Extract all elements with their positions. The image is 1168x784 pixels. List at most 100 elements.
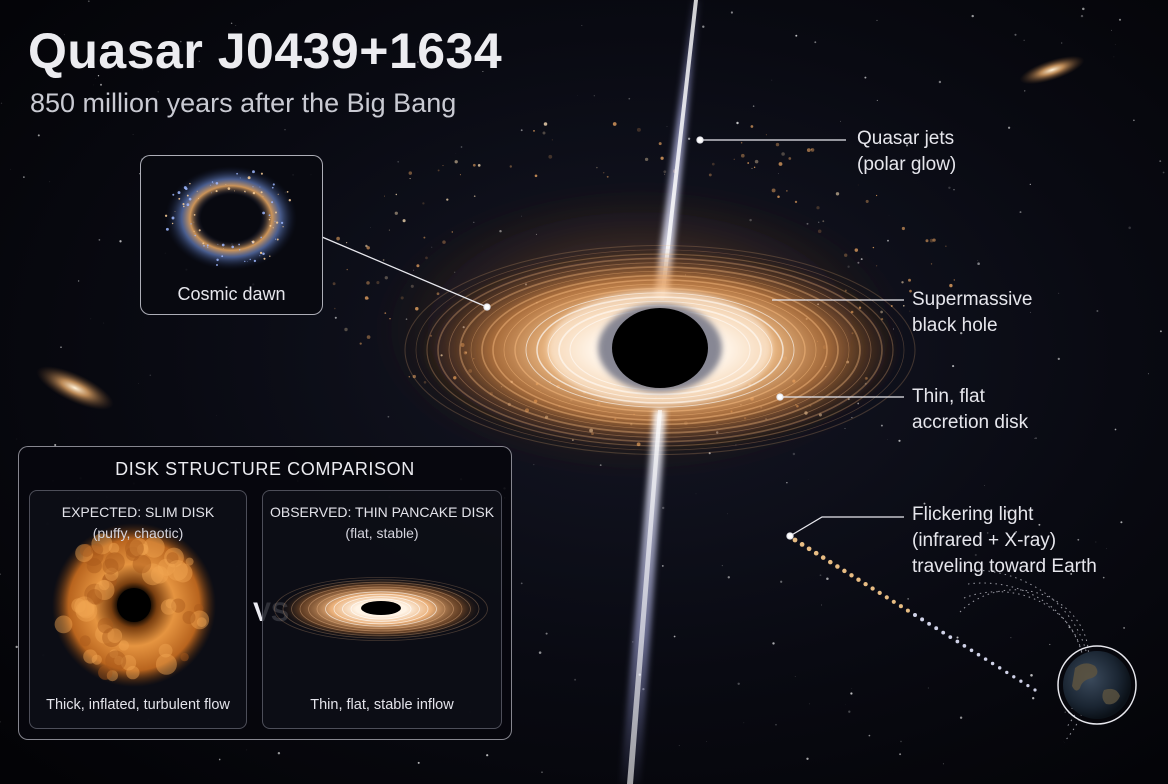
lower-jet-core	[627, 410, 662, 784]
light-dot	[849, 573, 854, 578]
inset-star	[275, 238, 277, 240]
gas-particle	[901, 281, 904, 284]
gas-particle	[930, 263, 933, 265]
callout-disk-line1: Thin, flat	[912, 386, 985, 407]
gas-particle	[664, 173, 666, 175]
gas-particle	[816, 206, 820, 210]
star	[1114, 44, 1116, 45]
gas-particle	[751, 167, 753, 169]
gas-particle	[786, 190, 788, 192]
gas-particle	[534, 174, 538, 178]
turbulence-puff	[171, 598, 186, 613]
star	[1070, 572, 1073, 575]
star	[948, 186, 951, 189]
star	[180, 40, 182, 43]
gas-particle	[775, 142, 780, 147]
inset-star	[288, 199, 291, 202]
star	[1095, 541, 1097, 543]
inset-star	[260, 236, 262, 239]
gas-particle	[949, 283, 953, 288]
inset-star	[203, 244, 205, 247]
star	[942, 763, 944, 765]
star	[216, 415, 217, 416]
callout-light-line2: (infrared + X-ray)	[912, 530, 1057, 551]
gas-particle	[908, 278, 911, 282]
turbulence-puff	[125, 546, 141, 561]
light-dot	[990, 661, 995, 666]
light-beam	[792, 537, 1037, 692]
star	[1114, 428, 1117, 431]
cosmic-dawn-stars	[164, 170, 291, 266]
light-dot	[820, 555, 826, 560]
inset-star	[244, 260, 246, 263]
star	[727, 576, 730, 579]
light-dot	[934, 626, 939, 631]
gas-particle	[733, 158, 735, 160]
turbulence-puff	[165, 598, 176, 609]
star	[977, 260, 979, 261]
light-dot	[948, 635, 953, 639]
star	[157, 91, 159, 93]
gas-particle	[336, 236, 340, 241]
star	[960, 331, 963, 335]
star	[417, 61, 419, 63]
turbulence-puff	[97, 617, 114, 634]
inset-star	[269, 216, 271, 218]
thin-disk-rings	[274, 577, 488, 642]
gas-particle	[753, 166, 756, 169]
turbulence-puff	[196, 617, 207, 628]
star	[132, 133, 134, 135]
star	[868, 734, 871, 737]
turbulence-puff	[182, 611, 196, 624]
inset-star	[207, 246, 209, 248]
star	[486, 754, 489, 757]
gas-particle	[875, 194, 878, 197]
turbulence-puff	[75, 544, 94, 563]
black-hole	[612, 308, 708, 388]
star	[1123, 626, 1126, 629]
inset-label: Cosmic dawn	[177, 284, 286, 304]
turbulence-puff	[91, 543, 104, 556]
star	[1034, 437, 1035, 439]
star	[844, 428, 846, 430]
gas-particle	[389, 317, 391, 320]
slim-disk-turbulence	[54, 533, 210, 682]
star	[230, 22, 233, 25]
turbulence-puff	[185, 557, 194, 566]
star	[777, 173, 779, 175]
inset-star	[206, 244, 209, 247]
gas-particle	[400, 296, 404, 300]
inset-star	[217, 243, 219, 245]
gas-particle	[857, 184, 859, 186]
turbulence-puff	[143, 536, 165, 558]
gas-particle	[771, 188, 776, 193]
gas-particle	[711, 162, 715, 166]
inset-star	[263, 257, 266, 260]
slim-disk-image	[52, 523, 216, 687]
light-dot	[799, 542, 805, 547]
turbulence-puff	[118, 640, 129, 651]
star	[1007, 126, 1011, 129]
callout-black-hole-line1: Supermassive	[912, 289, 1033, 310]
gas-particle	[473, 195, 476, 198]
inset-star	[252, 191, 256, 195]
star	[927, 687, 929, 689]
turbulence-puff	[167, 560, 188, 581]
turbulence-puff	[102, 627, 122, 648]
star	[1077, 632, 1078, 634]
turbulence-puff	[141, 563, 164, 586]
star	[541, 771, 543, 773]
star	[687, 137, 691, 140]
gas-particle	[811, 148, 813, 150]
inset-star	[164, 214, 168, 217]
gas-particle	[366, 335, 371, 339]
star	[956, 636, 959, 639]
gas-particle	[794, 200, 798, 204]
star	[1082, 7, 1085, 11]
star	[593, 95, 595, 97]
callout-light: Flickering light (infrared + X-ray) trav…	[912, 502, 1097, 580]
gas-particle	[446, 198, 449, 201]
turbulence-puff	[83, 649, 98, 664]
thin-disk-ring	[333, 593, 429, 625]
inset-star	[210, 184, 212, 186]
